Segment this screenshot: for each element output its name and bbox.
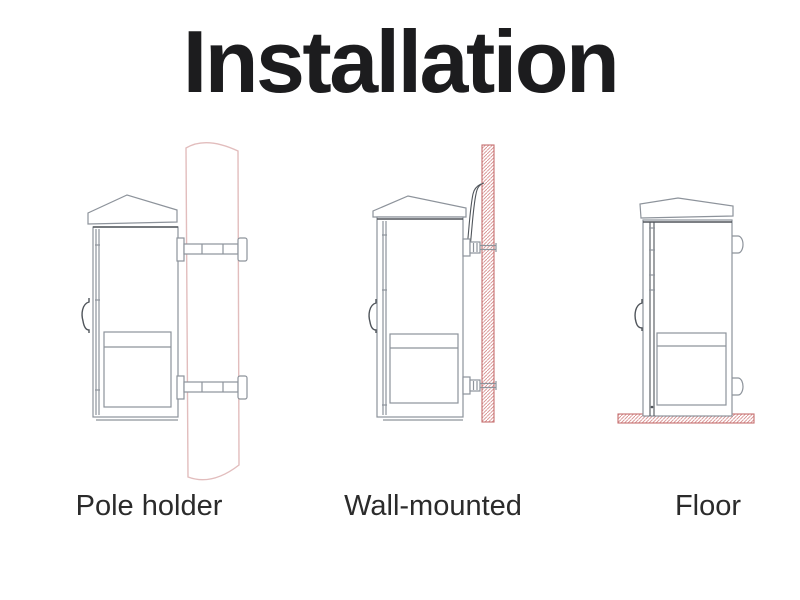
pole [185, 142, 240, 481]
vent-panel [389, 333, 459, 404]
door-edge [382, 221, 387, 415]
hinge-bracket-bottom [732, 377, 744, 396]
pole-clamp-arm-top [176, 237, 248, 262]
vent-panel [103, 331, 172, 408]
figure-label-floor: Floor [674, 490, 742, 522]
door-edge [95, 229, 100, 415]
figure-label-pole-holder: Pole holder [75, 490, 223, 522]
figure-label-wall-mounted: Wall-mounted [344, 490, 522, 522]
cabinet-roof [87, 194, 178, 225]
door-handle [368, 299, 377, 333]
floor-diagram [617, 197, 755, 424]
anchor-bolt-bottom [462, 376, 497, 395]
anchor-bolt-top [462, 238, 497, 257]
door-edge [649, 222, 655, 416]
page-title: Installation [182, 12, 620, 111]
hook-bracket [466, 182, 485, 249]
hinge-bracket-top [732, 235, 744, 254]
pole-holder-diagram [81, 142, 248, 481]
wall-mounted-diagram [368, 144, 497, 423]
cabinet-roof [639, 197, 734, 219]
cabinet-roof [372, 195, 467, 218]
door-handle [634, 299, 643, 331]
door-handle [81, 298, 90, 333]
vent-panel [656, 332, 727, 406]
wall [481, 144, 495, 423]
pole-clamp-arm-bottom [176, 375, 248, 400]
